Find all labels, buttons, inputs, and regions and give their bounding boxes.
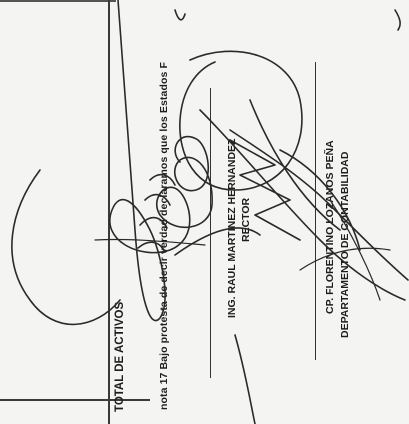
- signature-stroke-circle: [179, 50, 303, 191]
- signature-stroke-diagonal-3: [249, 99, 341, 231]
- signature-stroke-diagonal-2: [229, 129, 409, 281]
- signature-stroke-main: [109, 0, 213, 322]
- signature-stroke-diagonal-1: [199, 109, 406, 301]
- signature-stroke-bottom: [234, 334, 256, 424]
- signature-stroke-fine-3: [299, 247, 391, 271]
- table-border-right: [108, 0, 110, 424]
- signature-stroke-arc: [279, 149, 361, 251]
- signature-stroke-left-curve: [11, 169, 121, 326]
- signature-stroke-fine-1: [94, 238, 206, 246]
- table-border-top: [0, 0, 116, 2]
- signature-line-contabilidad: [315, 62, 317, 360]
- signature-stroke-loops: [137, 173, 176, 253]
- signature-stroke-fine-2: [329, 199, 381, 301]
- table-border-bottom: [0, 399, 150, 401]
- signature-stroke-zigzag: [229, 139, 301, 241]
- signature-line-rector: [210, 88, 212, 378]
- signature-stroke-cross: [174, 227, 261, 256]
- signature-stroke-top-right: [174, 9, 401, 31]
